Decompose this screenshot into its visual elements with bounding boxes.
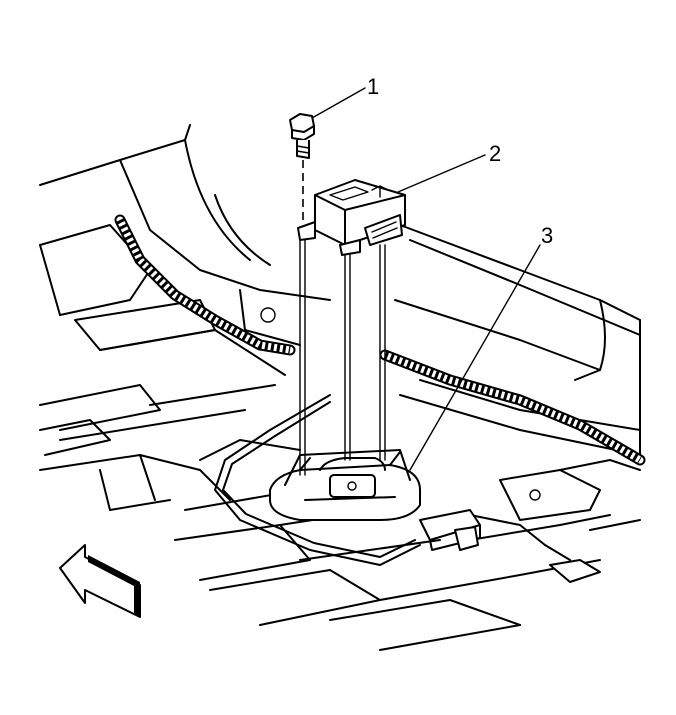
wiring-connector [419, 509, 601, 583]
wiring-harness [114, 214, 646, 566]
callout-2: 2 [489, 141, 501, 166]
callout-leaders [311, 87, 541, 471]
direction-arrow-icon [59, 544, 141, 618]
alignment-lines [299, 160, 386, 476]
sensor-module [297, 179, 406, 256]
bolt [289, 113, 315, 159]
callout-3: 3 [541, 223, 553, 248]
callout-1: 1 [367, 74, 379, 99]
